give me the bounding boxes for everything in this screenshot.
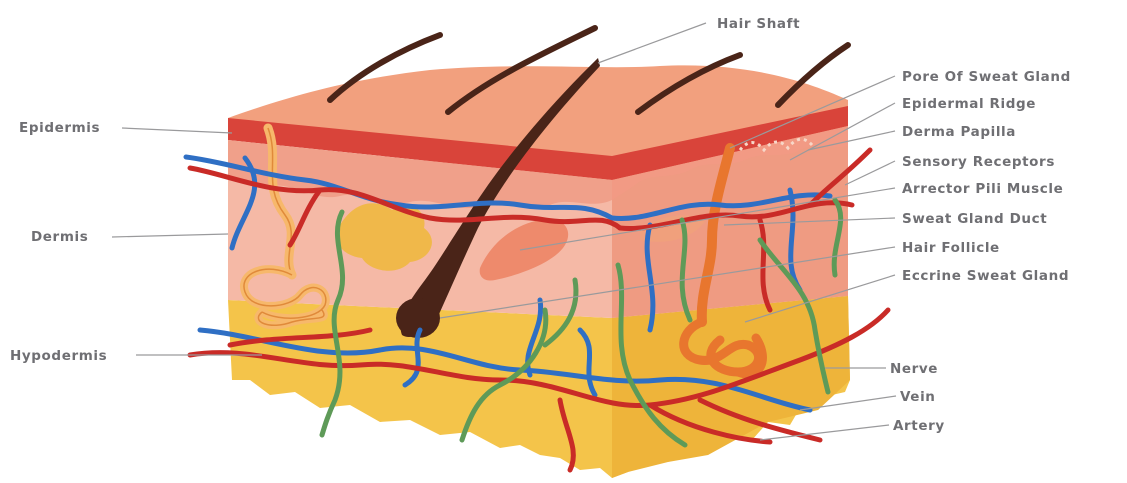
label-hair-follicle: Hair Follicle bbox=[902, 240, 1000, 256]
label-epidermis: Epidermis bbox=[19, 120, 100, 136]
label-derma-papilla: Derma Papilla bbox=[902, 124, 1016, 140]
label-hair-shaft: Hair Shaft bbox=[717, 16, 800, 32]
label-eccrine-sweat-gland: Eccrine Sweat Gland bbox=[902, 268, 1069, 284]
label-arrector-pili-muscle: Arrector Pili Muscle bbox=[902, 181, 1063, 197]
label-pore-of-sweat-gland: Pore Of Sweat Gland bbox=[902, 69, 1071, 85]
label-nerve: Nerve bbox=[890, 361, 938, 377]
label-artery: Artery bbox=[893, 418, 945, 434]
label-sweat-gland-duct: Sweat Gland Duct bbox=[902, 211, 1047, 227]
label-dermis: Dermis bbox=[31, 229, 88, 245]
label-hypodermis: Hypodermis bbox=[10, 348, 107, 364]
label-sensory-receptors: Sensory Receptors bbox=[902, 154, 1055, 170]
leader-hair-shaft bbox=[598, 23, 706, 63]
label-vein: Vein bbox=[900, 389, 936, 405]
label-epidermal-ridge: Epidermal Ridge bbox=[902, 96, 1036, 112]
leader-epidermis bbox=[122, 128, 232, 133]
leader-dermis bbox=[112, 234, 228, 237]
